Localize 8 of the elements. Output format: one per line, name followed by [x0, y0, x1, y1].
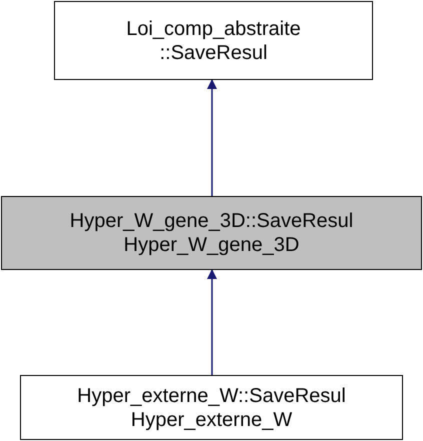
inheritance-arrow [207, 79, 217, 196]
class-name: Hyper_W_gene_3D::SaveResul Hyper_W_gene_3D [70, 209, 354, 257]
inheritance-arrow [207, 269, 217, 375]
class-name: Loi_comp_abstraite ::SaveResul [126, 16, 301, 64]
class-name: Hyper_externe_W::SaveResul Hyper_externe_W [77, 384, 346, 432]
class-box [20, 375, 403, 440]
class-box [1, 196, 422, 270]
class-box [54, 1, 373, 80]
